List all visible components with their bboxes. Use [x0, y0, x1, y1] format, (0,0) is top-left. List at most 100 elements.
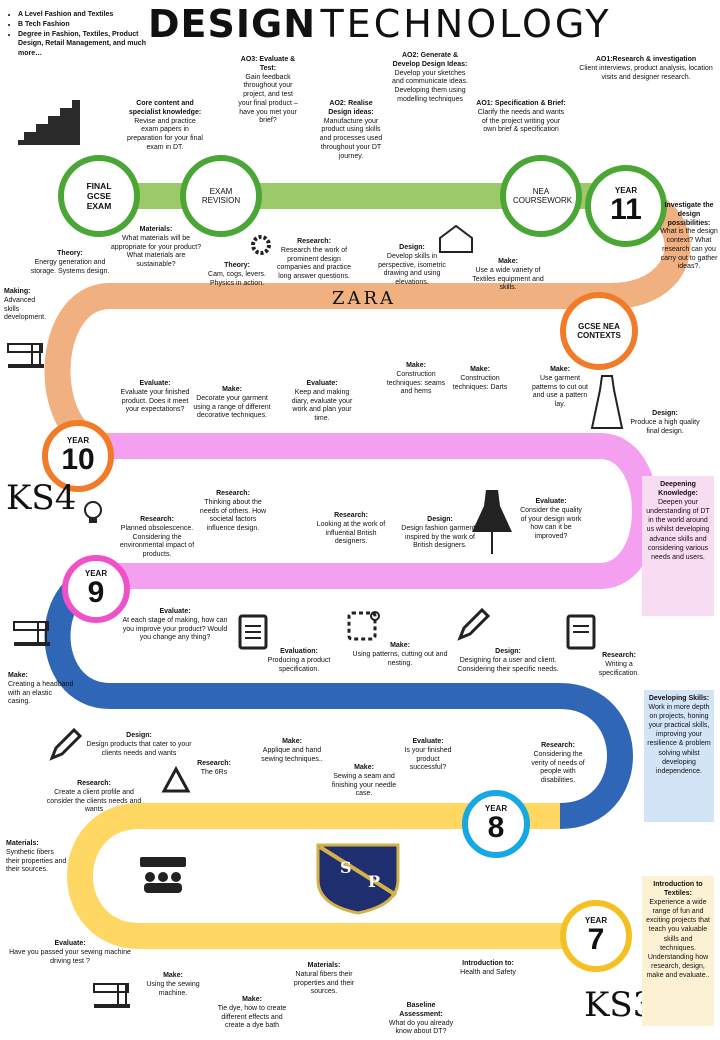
node-evaluate-driving: Evaluate:Have you passed your sewing mac… [8, 940, 132, 966]
node-body: Research the work of prominent design co… [277, 246, 351, 280]
node-body: Producing a product specification. [267, 656, 331, 673]
gear-icon [251, 235, 271, 255]
node-research-prominent: Research:Research the work of prominent … [272, 238, 356, 282]
developing-title: Developing Skills: [648, 695, 710, 702]
sewing-machine-icon [13, 621, 50, 646]
node-ao2g: AO2: Generate & Develop Design Ideas:Dev… [388, 52, 472, 105]
deepening-title: Deepening Knowledge: [658, 481, 698, 498]
node-title: Research: [334, 512, 368, 519]
node-body: Writing a specification. [598, 660, 640, 677]
gcse-nea-contexts-label: GCSE NEA CONTEXTS [577, 322, 621, 340]
clipboard-icon [566, 614, 596, 650]
intro-textiles-box: Introduction to Textiles: Experience a w… [642, 876, 714, 1026]
exam-revision-circle: EXAM REVISION [180, 155, 262, 237]
node-title: Design: [399, 244, 425, 251]
developing-body: Work in more depth on projects, honing y… [647, 704, 711, 775]
node-evaluate-stage: Evaluate:At each stage of making, how ca… [120, 608, 230, 643]
recycle-icon [161, 766, 191, 793]
node-make-patterns: Make:Using patterns, cutting out and nes… [348, 642, 452, 668]
node-body: Use a wide variety of Textiles equipment… [472, 266, 544, 292]
house-icon [439, 224, 473, 253]
node-research-disabilities: Research:Considering the verity of needs… [528, 742, 588, 786]
page-title: DESIGN TECHNOLOGY [148, 2, 718, 48]
dress-icon [472, 490, 512, 554]
node-evaluation-spec: Evaluation:Producing a product specifica… [262, 648, 336, 674]
sewing-machine-icon [7, 343, 44, 368]
node-body: Keep and making diary, evaluate your wor… [291, 388, 353, 422]
node-title: Research: [197, 760, 231, 767]
node-title: Research: [216, 490, 250, 497]
year7-number: 7 [587, 923, 605, 956]
node-make-darts: Make:Construction techniques: Darts [452, 366, 508, 392]
year7-circle: YEAR 7 [560, 900, 632, 972]
node-body: Applique and hand sewing techniques.. [261, 746, 323, 763]
node-title: Making: [4, 288, 31, 295]
pencil-icon [49, 728, 82, 761]
node-design-cater: Design:Design products that cater to you… [84, 732, 194, 758]
node-design-perspective: Design:Develop skills in perspective, is… [370, 244, 454, 288]
pathway-item: A Level Fashion and Textiles [18, 10, 158, 20]
node-make-decorate: Make:Decorate your garment using a range… [188, 386, 276, 421]
title-technology: TECHNOLOGY [320, 2, 612, 46]
node-body: Design fashion garments inspired by the … [401, 524, 479, 550]
node-investigate: Investigate the design possibilities:Wha… [660, 202, 718, 272]
node-title: Design: [652, 410, 678, 417]
developing-skills-box: Developing Skills: Work in more depth on… [644, 690, 714, 822]
node-body: Revise and practice exam papers in prepa… [127, 117, 203, 151]
node-evaluate-successful: Evaluate:Is your finished product succes… [404, 738, 452, 773]
year10-circle: YEAR 10 [42, 420, 114, 492]
crest-letter-p: P [368, 872, 380, 891]
final-gcse-circle: FINAL GCSE EXAM [58, 155, 140, 237]
node-title: Make: [8, 672, 28, 679]
title-design: DESIGN [148, 2, 317, 46]
node-baseline: Baseline Assessment:What do you already … [384, 1002, 458, 1037]
node-body: Planned obsolescence. Considering the en… [119, 524, 195, 558]
node-title: Theory: [57, 250, 83, 257]
node-body: Using the sewing machine. [146, 980, 200, 997]
year-label: YEAR [484, 804, 508, 813]
node-theory-cam: Theory:Cam, cogs, levers. Physics in act… [202, 262, 272, 288]
node-body: Design products that cater to your clien… [86, 740, 192, 757]
year-label: YEAR [66, 436, 90, 445]
node-theory-energy: Theory:Energy generation and storage. Sy… [28, 250, 112, 276]
node-body: Thinking about the needs of others. How … [199, 498, 267, 532]
node-make-seam: Make:Sewing a seam and finishing your ne… [326, 764, 402, 799]
node-body: Evaluate your finished product. Does it … [120, 388, 190, 414]
node-ao1s: AO1: Specification & Brief:Clarify the n… [476, 100, 566, 135]
road-year7 [67, 803, 590, 949]
road-year10 [44, 183, 691, 459]
node-title: Make: [390, 642, 410, 649]
year-label: YEAR [84, 569, 108, 578]
node-make-pattern: Make:Use garment patterns to cut out and… [530, 366, 590, 410]
year10-number: 10 [61, 443, 95, 476]
node-title: Evaluate: [159, 608, 191, 615]
node-make-seams: Make:Construction techniques: seams and … [384, 362, 448, 397]
node-title: Baseline Assessment: [399, 1002, 443, 1018]
pencil-icon [457, 608, 490, 641]
node-title: Evaluate: [139, 380, 171, 387]
node-body: Client interviews, product analysis, loc… [579, 64, 713, 81]
node-body: Health and Safety [460, 968, 516, 976]
node-title: Make: [470, 366, 490, 373]
deepening-body: Deepen your understanding of DT in the w… [646, 499, 710, 561]
node-research-british: Research:Looking at the work of influent… [316, 512, 386, 547]
node-body: At each stage of making, how can you imp… [122, 616, 228, 642]
node-body: Using patterns, cutting out and nesting. [352, 650, 448, 667]
node-title: Evaluate: [306, 380, 338, 387]
year11-number: 11 [610, 193, 642, 226]
node-title: Evaluate: [54, 940, 86, 947]
node-body: Is your finished product successful? [404, 746, 452, 772]
intro-title: Introduction to Textiles: [653, 881, 703, 898]
node-ao2r: AO2: Realise Design ideas:Manufacture yo… [318, 100, 384, 161]
nea-coursework-label: NEA COURSEWORK [513, 187, 573, 205]
node-materials-natural: Materials:Natural fibers their propertie… [282, 962, 366, 997]
node-body: Cam, cogs, levers. Physics in action. [208, 270, 266, 287]
node-body: What do you already know about DT? [388, 1019, 454, 1036]
node-title: Evaluate: [412, 738, 444, 745]
ks4-label: KS4 [6, 478, 77, 518]
node-title: Core content and specialist knowledge: [128, 100, 202, 116]
node-design-final: Design:Produce a high quality final desi… [630, 410, 700, 436]
node-title: AO2: Generate & Develop Design Ideas: [392, 52, 468, 68]
node-title: Make: [498, 258, 518, 265]
